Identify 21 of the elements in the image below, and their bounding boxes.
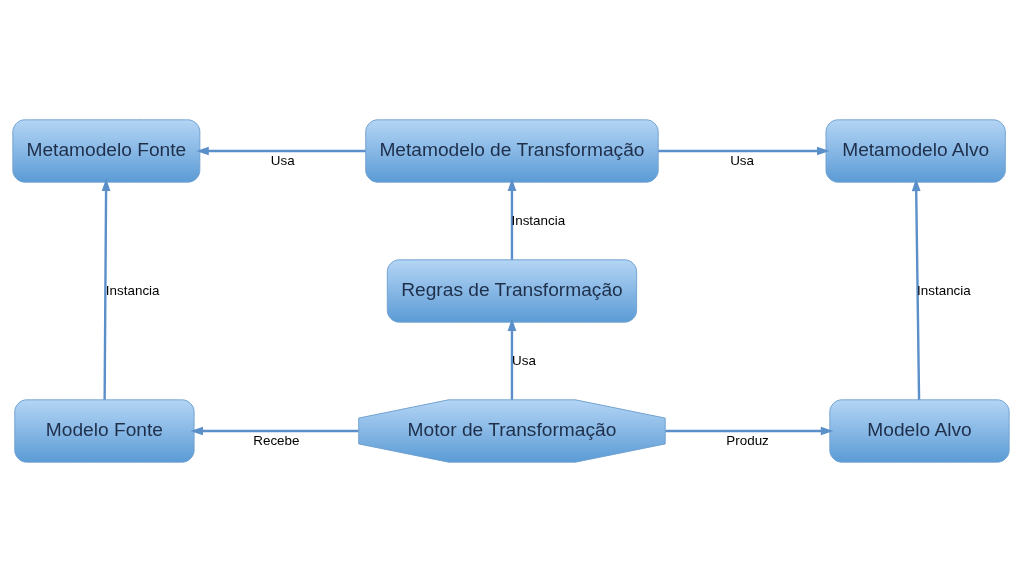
node-box: Metamodelo de Transformação — [365, 119, 659, 183]
node-box: Regras de Transformação — [386, 259, 638, 323]
edge-label: Instancia — [105, 282, 160, 298]
arrow — [196, 146, 366, 156]
arrow — [101, 178, 111, 400]
edge-label: Usa — [512, 352, 536, 368]
arrow — [507, 178, 517, 260]
node-box: Metamodelo Fonte — [12, 119, 201, 183]
edge-label: Recebe — [253, 432, 300, 448]
node-box: Metamodelo Alvo — [825, 119, 1006, 183]
edge-label: Instancia — [917, 282, 971, 298]
edge-label: Produz — [726, 432, 769, 448]
node-box: Modelo Fonte — [14, 399, 195, 463]
arrow — [911, 178, 921, 400]
arrow — [507, 318, 517, 400]
edge-label: Usa — [270, 152, 295, 168]
arrow — [658, 146, 830, 156]
arrow — [665, 426, 834, 436]
node-box: Modelo Alvo — [829, 399, 1010, 463]
edge-label: Usa — [730, 152, 755, 168]
arrow — [190, 426, 359, 436]
